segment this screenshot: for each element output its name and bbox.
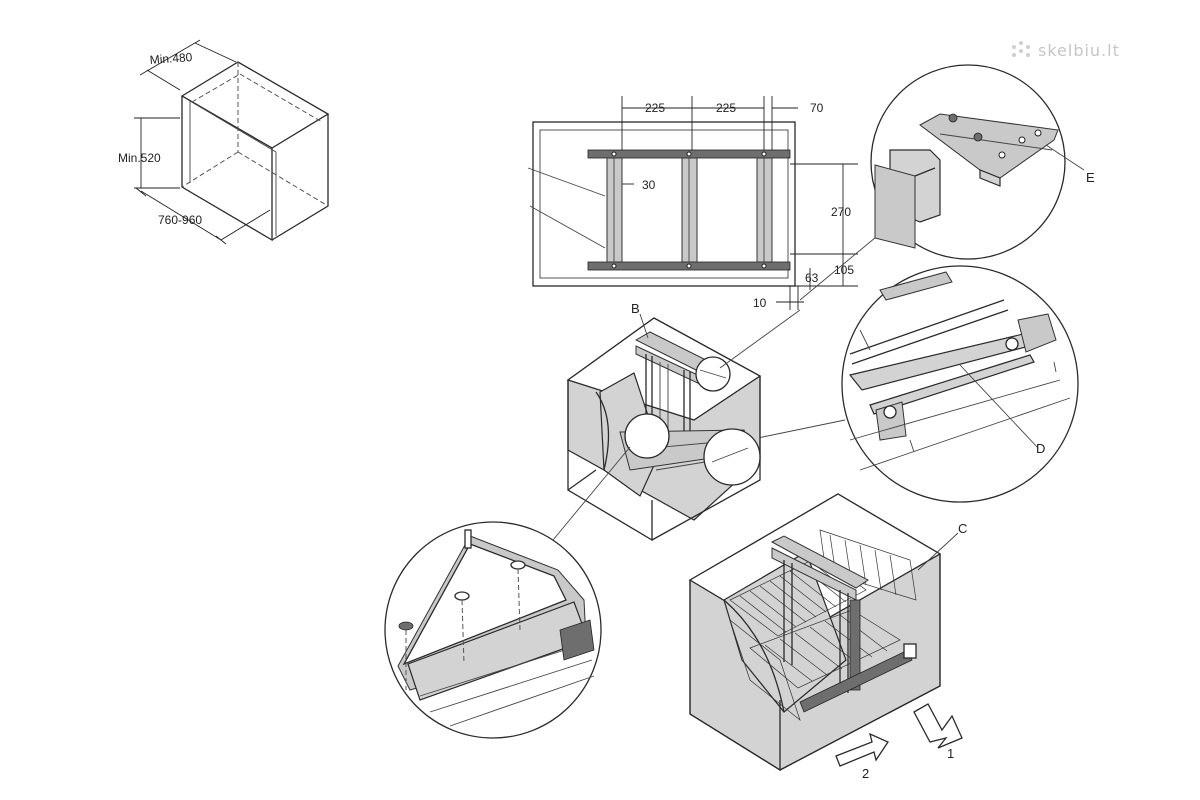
basket-c-label: C	[958, 521, 967, 536]
depth-dimension-label: Min.480	[149, 50, 193, 67]
frame-b-label: B	[631, 301, 640, 316]
span-3-label: 70	[810, 101, 824, 115]
rail-detail-callout	[384, 521, 602, 739]
cabinet-dimension-lines	[134, 39, 271, 245]
detail-d-label: D	[1036, 441, 1045, 456]
width-dimension-label: 760-960	[158, 213, 202, 227]
plan-dimension-lines	[621, 96, 858, 310]
plan-view-drawing	[527, 121, 796, 287]
step-2-label: 2	[862, 766, 869, 781]
detail-d-callout	[841, 265, 1079, 503]
watermark-text: skelbiu.lt	[1038, 41, 1120, 60]
plan-height-label: 270	[831, 205, 851, 219]
detail-e-label: E	[1086, 170, 1095, 185]
leader-line	[552, 446, 631, 541]
cabinet-wireframe	[180, 61, 330, 242]
offset-label: 10	[753, 296, 767, 310]
bottom-2-label: 105	[834, 263, 854, 277]
bottom-cabinet-assembly	[688, 493, 959, 772]
bottom-1-label: 63	[805, 271, 819, 285]
leader-line	[719, 309, 801, 369]
middle-cabinet-assembly	[566, 313, 762, 542]
watermark-logo	[1012, 41, 1030, 57]
leader-line	[747, 419, 846, 441]
slide-arrow-2	[835, 732, 889, 767]
gap-label: 30	[642, 178, 656, 192]
step-1-label: 1	[947, 746, 954, 761]
span-2-label: 225	[716, 101, 736, 115]
pull-out-arrow-1	[913, 703, 963, 749]
height-dimension-label: Min.520	[118, 151, 161, 165]
span-1-label: 225	[645, 101, 665, 115]
detail-e-callout	[870, 64, 1085, 260]
